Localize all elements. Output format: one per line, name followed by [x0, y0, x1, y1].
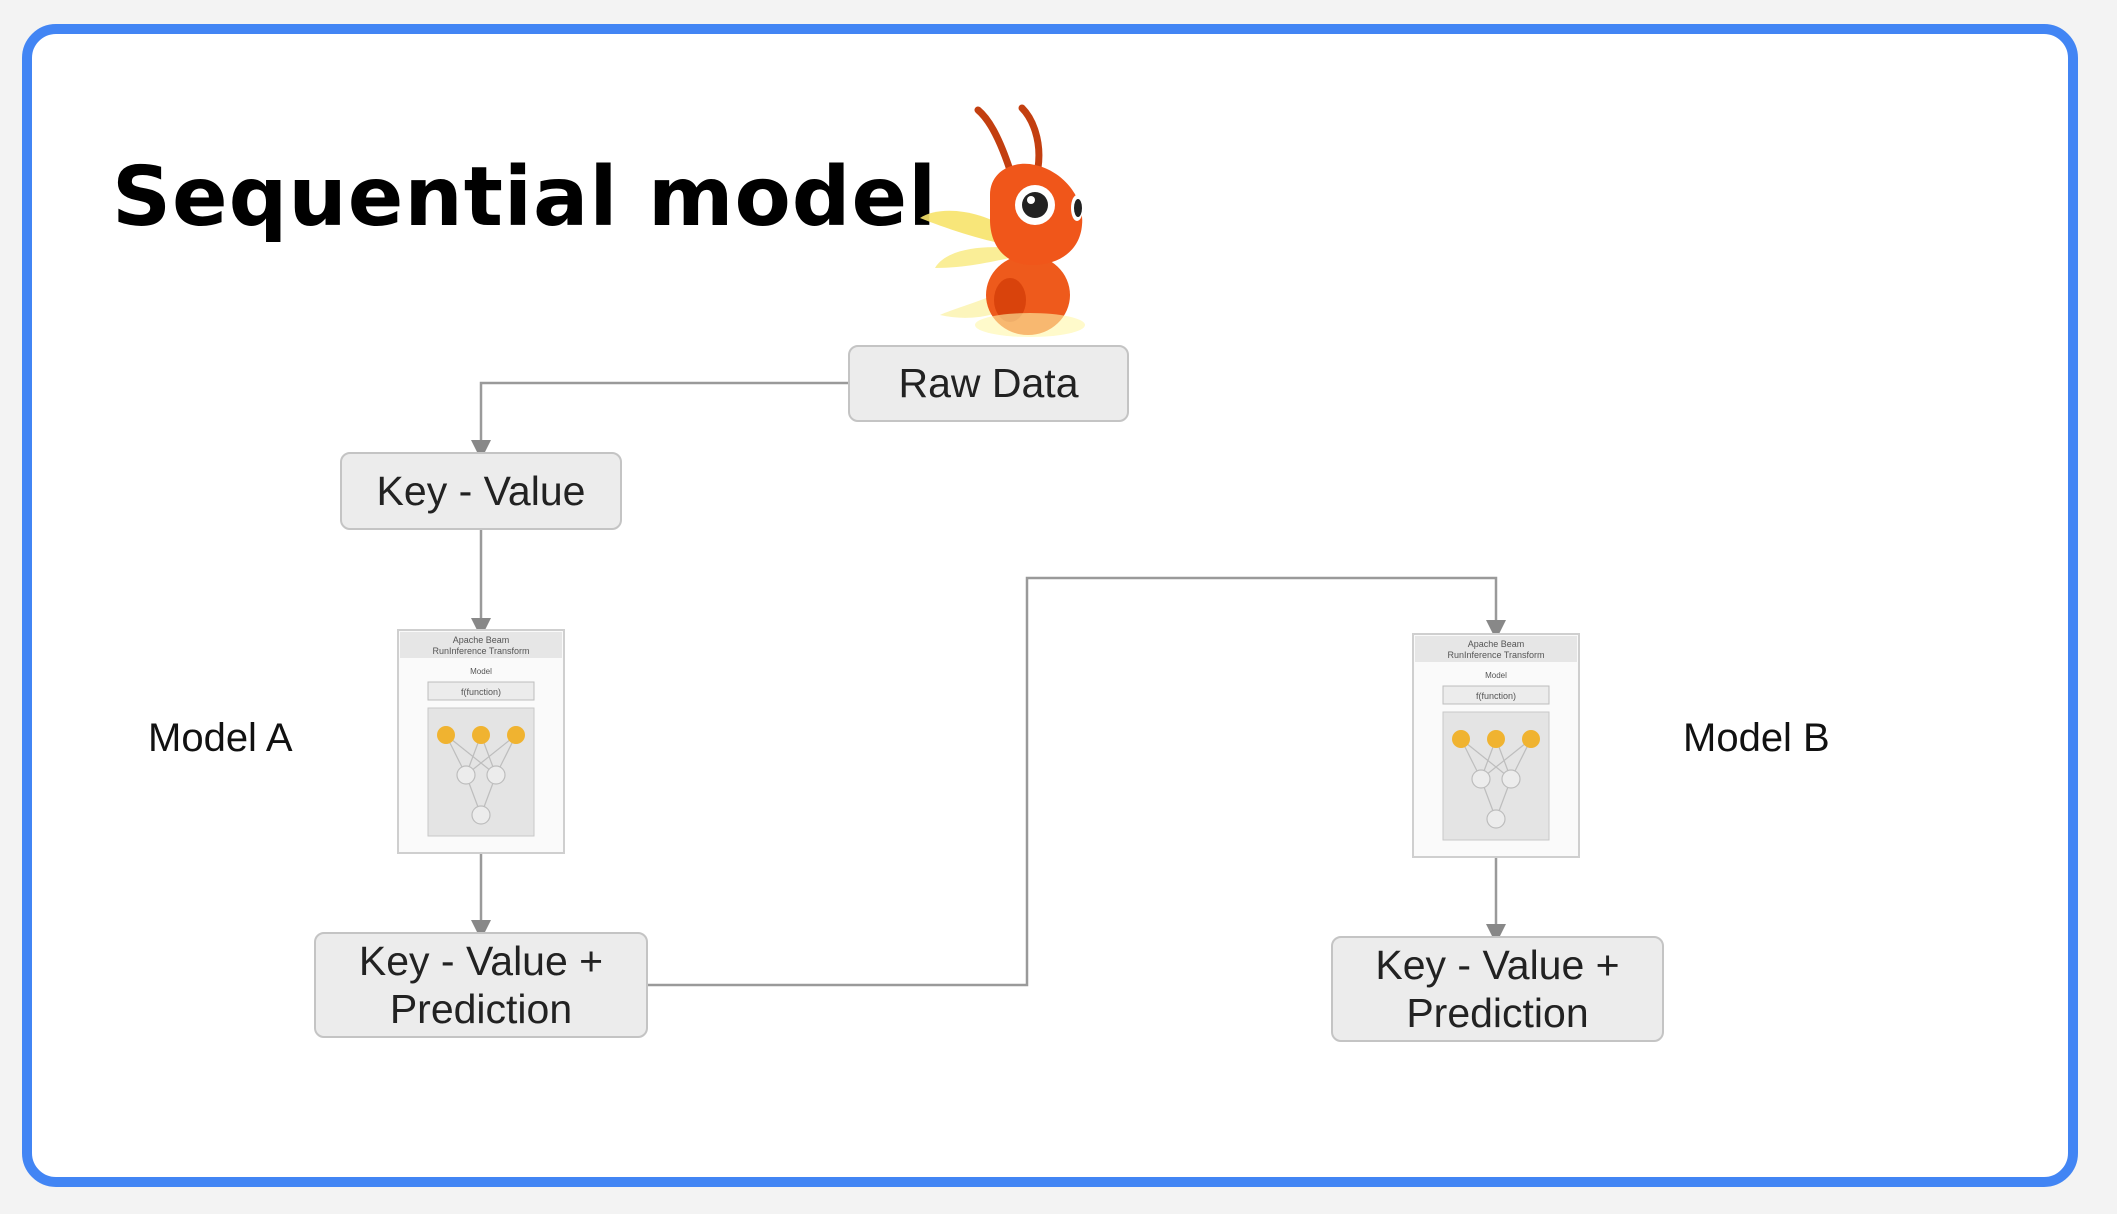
raw-data-node: Raw Data [848, 345, 1129, 422]
model-a-label: Model A [148, 716, 293, 760]
model-b-function-label: f(function) [1476, 691, 1516, 701]
model-a-transform-subtitle: RunInference Transform [432, 646, 529, 656]
prediction-b-node: Key - Value + Prediction [1331, 936, 1664, 1042]
connector-raw-to-keyvalue [471, 381, 848, 460]
model-a-model-label: Model [470, 667, 492, 676]
model-b-model-label: Model [1485, 671, 1507, 680]
key-value-node: Key - Value [340, 452, 622, 530]
model-b-transform-subtitle: RunInference Transform [1447, 650, 1544, 660]
model-a-card: Apache Beam RunInference Transform Model… [397, 629, 565, 854]
prediction-a-node: Key - Value + Prediction [314, 932, 648, 1038]
model-b-label: Model B [1683, 716, 1830, 760]
model-b-card: Apache Beam RunInference Transform Model… [1412, 633, 1580, 858]
slide-title: Sequential model [112, 150, 938, 245]
model-a-function-label: f(function) [461, 687, 501, 697]
beam-mascot-icon [920, 104, 1085, 337]
connector-prediction-a-to-model-b [648, 576, 1506, 987]
model-a-transform-title: Apache Beam [453, 635, 510, 645]
model-b-network-icon [1460, 738, 1532, 829]
model-b-transform-title: Apache Beam [1468, 639, 1525, 649]
